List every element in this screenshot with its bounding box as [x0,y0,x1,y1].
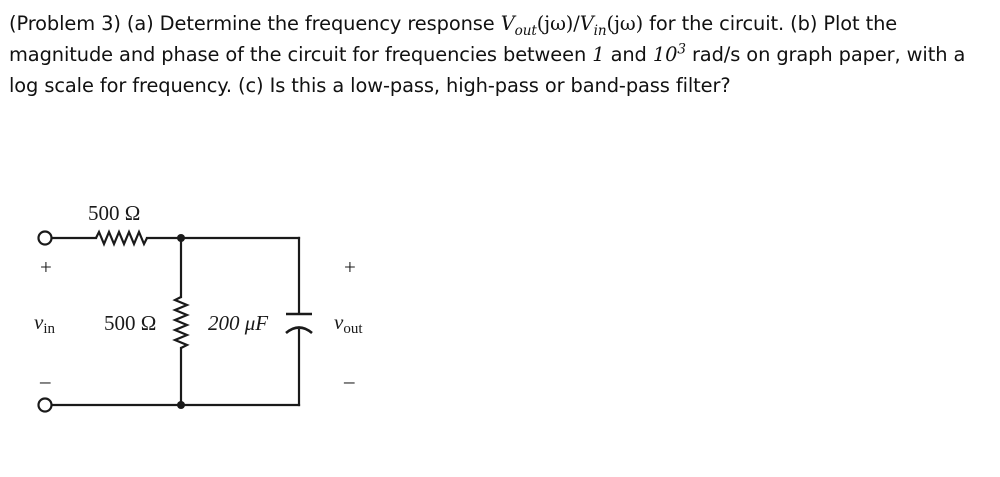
tf-slash: / [573,12,580,35]
part-b-text-1: Plot the magnitude and phase of the circ… [9,12,898,66]
capacitor-symbol [285,312,313,335]
tf-denominator-subscript: in [593,22,607,39]
tf-denominator-arg: (jω) [606,12,644,35]
part-c-text: Is this a low-pass, high-pass or band-pa… [269,74,731,97]
output-voltage-label: vout [334,310,363,337]
output-voltage-subscript: out [343,321,363,337]
input-terminal-top [37,230,53,246]
capacitor-label: 200 μF [208,311,268,335]
input-voltage-symbol: v [34,310,44,334]
input-terminal-bottom [37,397,53,413]
input-voltage-subscript: in [43,321,55,337]
series-resistor [95,229,148,247]
tf-numerator-symbol: V [500,12,515,35]
part-b-text-2: rad/s on graph paper, with a log scale f… [9,43,966,97]
tf-numerator-arg: (jω) [536,12,574,35]
shunt-resistor-label: 500 Ω [104,311,156,335]
problem-label: (Problem 3) [9,12,121,35]
transfer-function: Vout(jω)/Vin(jω) [500,12,644,38]
freq-high-base: 10 [652,43,678,66]
input-voltage-label: vin [34,310,55,337]
capacitor-plate-curved [285,326,313,335]
output-voltage-symbol: v [334,310,344,334]
part-c-label: (c) [238,74,264,97]
shunt-resistor [172,296,190,349]
part-a-suffix: for the circuit. [649,12,785,35]
input-plus-sign: + [40,255,52,279]
part-a-prefix: (a) Determine the frequency response [126,12,495,35]
freq-high: 103 [653,43,686,66]
problem-statement: (Problem 3) (a) Determine the frequency … [9,8,994,101]
freq-low: 1 [592,43,605,66]
freq-high-exponent: 3 [677,41,686,58]
tf-numerator-subscript: out [514,22,537,39]
part-b-label: (b) [790,12,818,35]
output-plus-sign: + [344,255,356,279]
series-resistor-label: 500 Ω [88,201,140,225]
top-junction-dot [177,234,185,242]
and-word: and [610,43,647,66]
bottom-junction-dot [177,401,185,409]
tf-denominator-symbol: V [579,12,594,35]
input-minus-sign: – [39,369,51,393]
output-minus-sign: – [343,369,355,393]
